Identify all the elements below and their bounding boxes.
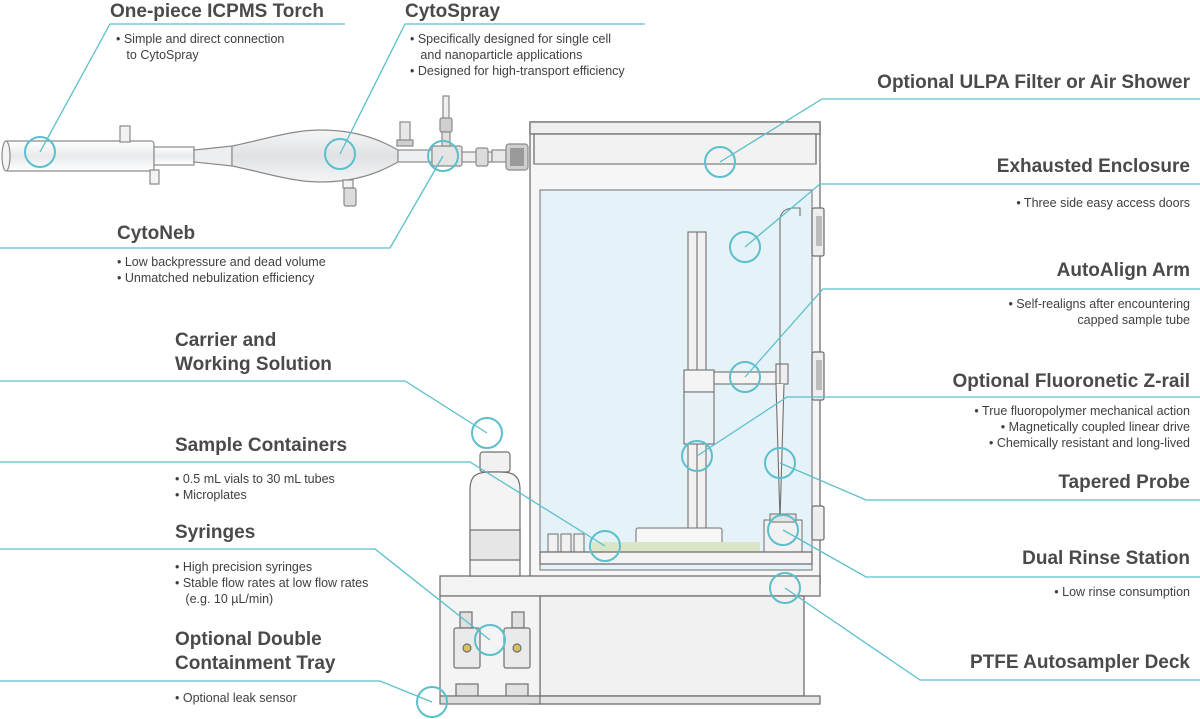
cytospray-title: CytoSpray — [405, 1, 501, 22]
sample-callout-circle — [589, 530, 621, 562]
ulpa-filter — [529, 121, 821, 165]
enclosure-title: Exhausted Enclosure — [996, 156, 1190, 177]
callout-circles — [24, 136, 801, 718]
probe-title: Tapered Probe — [1058, 472, 1190, 493]
arm-title: AutoAlign Arm — [1056, 260, 1190, 281]
probe-callout-circle — [764, 447, 796, 479]
cytoneb-illustration — [397, 95, 529, 171]
rinse-callout-circle — [767, 514, 799, 546]
leader-lines — [0, 23, 1200, 703]
cytoneb-title: CytoNeb — [117, 223, 196, 244]
rinse-bullets: • Low rinse consumption — [1054, 585, 1190, 599]
carrier-callout-circle — [471, 417, 503, 449]
ulpa-title: Optional ULPA Filter or Air Shower — [877, 72, 1190, 93]
syringes-title: Syringes — [175, 522, 256, 543]
deck-callout-circle — [769, 572, 801, 604]
arm-callout-circle — [729, 361, 761, 393]
containment-tray — [439, 683, 541, 705]
sample-bullets: • 0.5 mL vials to 30 mL tubes • Micropla… — [175, 472, 335, 502]
sample-title: Sample Containers — [175, 435, 348, 456]
cytoneb-bullets: • Low backpressure and dead volume • Unm… — [117, 255, 326, 285]
arm-bullets: • Self-realigns after encountering cappe… — [1008, 297, 1190, 327]
zrail-bullets: • True fluoropolymer mechanical action •… — [974, 404, 1190, 450]
torch-bullets: • Simple and direct connection to CytoSp… — [116, 32, 285, 62]
enclosure-bullets: • Three side easy access doors — [1016, 196, 1190, 210]
torch-callout-circle — [24, 136, 56, 168]
z-rail — [683, 231, 715, 553]
sample-containers — [547, 527, 760, 554]
syringes-callout-circle — [474, 624, 506, 656]
rinse-station — [763, 513, 803, 555]
carrier-bottle — [469, 451, 521, 577]
rinse-title: Dual Rinse Station — [1022, 548, 1190, 569]
syringes-bullets: • High precision syringes • Stable flow … — [175, 560, 369, 606]
tray-callout-circle — [416, 686, 448, 718]
enclosure-callout-circle — [729, 231, 761, 263]
cytospray-bullets: • Specifically designed for single cell … — [410, 32, 625, 78]
zrail-callout-circle — [681, 440, 713, 472]
zrail-title: Optional Fluoronetic Z-rail — [952, 371, 1191, 392]
carrier-title: Carrier and Working Solution — [175, 330, 332, 375]
torch-illustration — [1, 125, 233, 185]
ulpa-callout-circle — [704, 146, 736, 178]
cytospray-callout-circle — [324, 138, 356, 170]
tray-title: Optional Double Containment Tray — [175, 629, 336, 674]
tray-bullets: • Optional leak sensor — [175, 691, 297, 705]
autosampler-deck — [439, 551, 821, 705]
deck-title: PTFE Autosampler Deck — [970, 652, 1190, 673]
torch-title: One-piece ICPMS Torch — [110, 1, 324, 22]
cytoneb-callout-circle — [427, 140, 459, 172]
cytospray-illustration — [231, 121, 414, 207]
syringe-pumps — [439, 595, 541, 697]
